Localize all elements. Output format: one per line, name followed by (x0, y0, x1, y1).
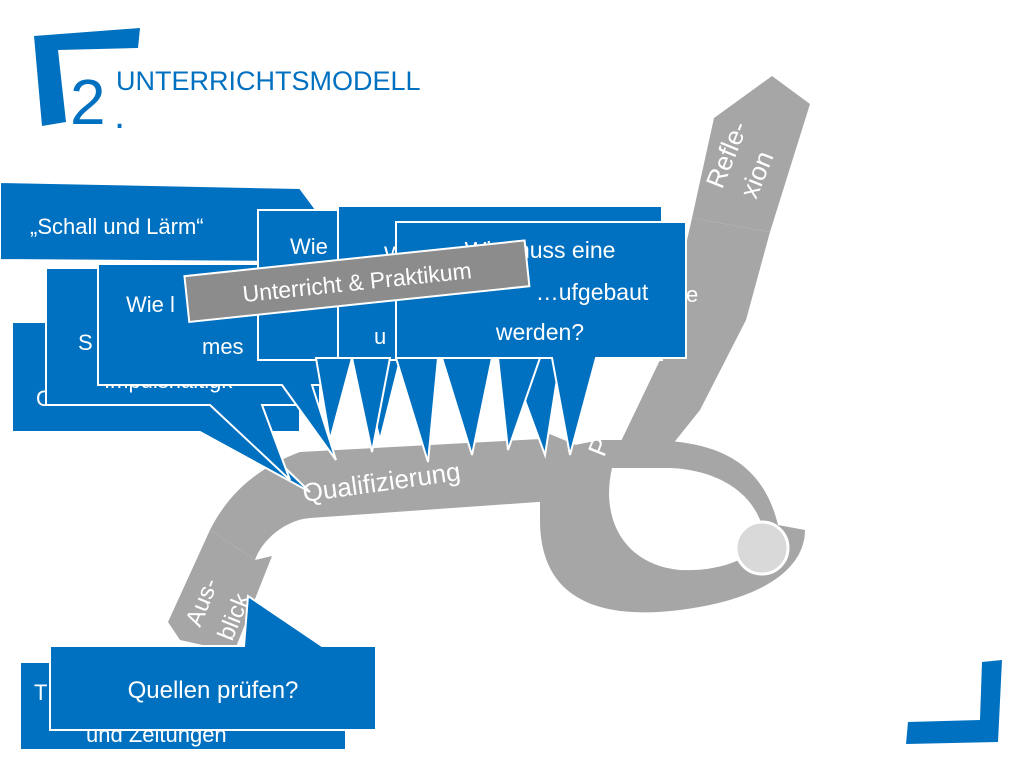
callout-quellen-text: Quellen prüfen? (128, 677, 299, 704)
page-title: UNTERRICHTSMODELL (116, 66, 421, 96)
callout-front-edge: e (686, 282, 698, 307)
callout-quellen: Quellen prüfen? (49, 594, 377, 731)
callout-front-line3: werden? (495, 319, 584, 345)
projektphase-band (612, 218, 770, 470)
bottom-right-bracket (906, 660, 1002, 744)
top-left-bracket (34, 28, 140, 126)
end-circle (734, 520, 790, 576)
callout-front-line2: …ufgebaut (536, 279, 649, 305)
slide-number-dot: . (114, 93, 125, 137)
slide-number: 2 (70, 66, 106, 138)
callout-wie-back-top: Wie (290, 234, 328, 259)
callout-mes-text: mes (202, 334, 244, 359)
callout-wie-left-text: Wie l (126, 292, 175, 317)
callout-bottom-t: T (34, 680, 47, 705)
loop-band-inner (540, 500, 805, 613)
callout-pointers (314, 357, 542, 463)
callout-schall: „Schall und Lärm“ (0, 180, 322, 264)
process-path (168, 76, 810, 652)
callout-s-text: S (78, 330, 93, 355)
qualifizierung-band (210, 438, 566, 560)
unterricht-praktikum-box: Unterricht & Praktikum (183, 239, 531, 324)
reflexion-arrow (692, 76, 810, 232)
callout-middle-u: u (374, 324, 386, 349)
callout-schall-text: „Schall und Lärm“ (30, 214, 204, 239)
